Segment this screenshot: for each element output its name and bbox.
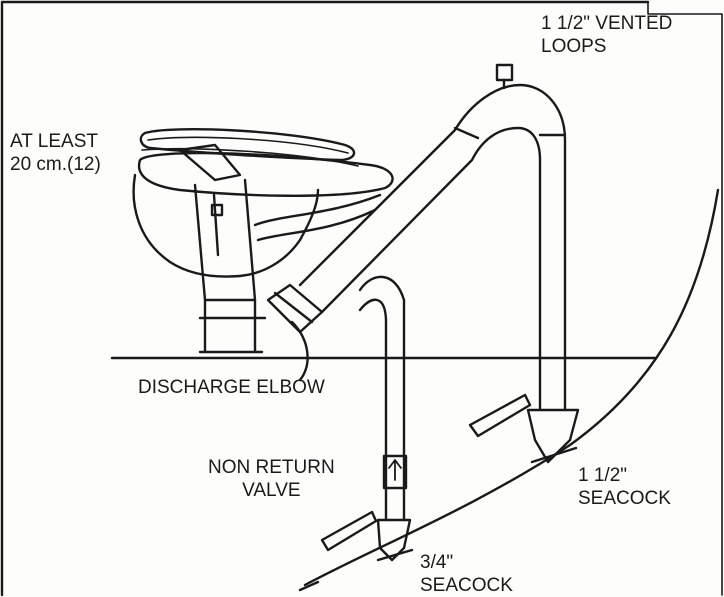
non-return-valve-arrow: [388, 459, 402, 481]
label-non-return-valve: NON RETURN VALVE: [208, 456, 335, 502]
label-non-return-valve-line1: NON RETURN: [208, 457, 335, 478]
label-at-least-line1: AT LEAST: [10, 131, 98, 152]
vent-cap: [495, 63, 514, 82]
label-seacock-large-name: SEACOCK: [578, 488, 671, 509]
pump-body: [193, 178, 257, 302]
pump-handle: [178, 143, 242, 182]
toilet-rim: [137, 151, 394, 197]
frame-corner: [647, 1, 723, 596]
label-at-least: AT LEAST 20 cm.(12): [10, 130, 101, 176]
label-vented-loops: 1 1/2" VENTED LOOPS: [541, 12, 672, 58]
small-hose-outer: [358, 275, 406, 522]
label-seacock-small: 3/4" SEACOCK: [420, 551, 513, 597]
label-seacock-small-name: SEACOCK: [420, 575, 513, 596]
seacock-small-flange: [376, 548, 414, 562]
label-non-return-valve-line2: VALVE: [242, 480, 301, 501]
label-vented-loops-line1: 1 1/2" VENTED: [541, 13, 673, 34]
small-hose-inner: [358, 298, 388, 522]
label-seacock-large-size: 1 1/2": [578, 465, 628, 486]
pump-side-pipe: [253, 193, 382, 227]
label-vented-loops-line2: LOOPS: [541, 36, 607, 57]
label-at-least-line2: 20 cm.(12): [10, 154, 101, 175]
label-seacock-small-size: 3/4": [420, 552, 454, 573]
label-seacock-large: 1 1/2" SEACOCK: [578, 464, 671, 510]
toilet-lid-2: [141, 147, 359, 167]
pump-side-pipe-2: [256, 208, 377, 242]
main-hose-outer: [298, 83, 567, 412]
seacock-large-flange: [530, 446, 578, 464]
pump-knob: [210, 203, 224, 217]
label-discharge-elbow: DISCHARGE ELBOW: [138, 377, 325, 398]
elbow-cuff: [273, 291, 314, 324]
main-hose-inner: [320, 126, 542, 412]
toilet-bowl: [132, 173, 320, 278]
seacock-large-body: [526, 408, 580, 464]
seacock-small-handle: [320, 510, 378, 552]
toilet-base: [198, 298, 264, 354]
toilet-seat: [139, 128, 356, 162]
frame-border: [0, 0, 650, 597]
seacock-large-handle: [468, 393, 532, 438]
hull-line-inner: [298, 580, 320, 592]
loop-band: [453, 126, 480, 140]
toilet-lid: [147, 136, 349, 154]
non-return-valve: [382, 454, 408, 490]
